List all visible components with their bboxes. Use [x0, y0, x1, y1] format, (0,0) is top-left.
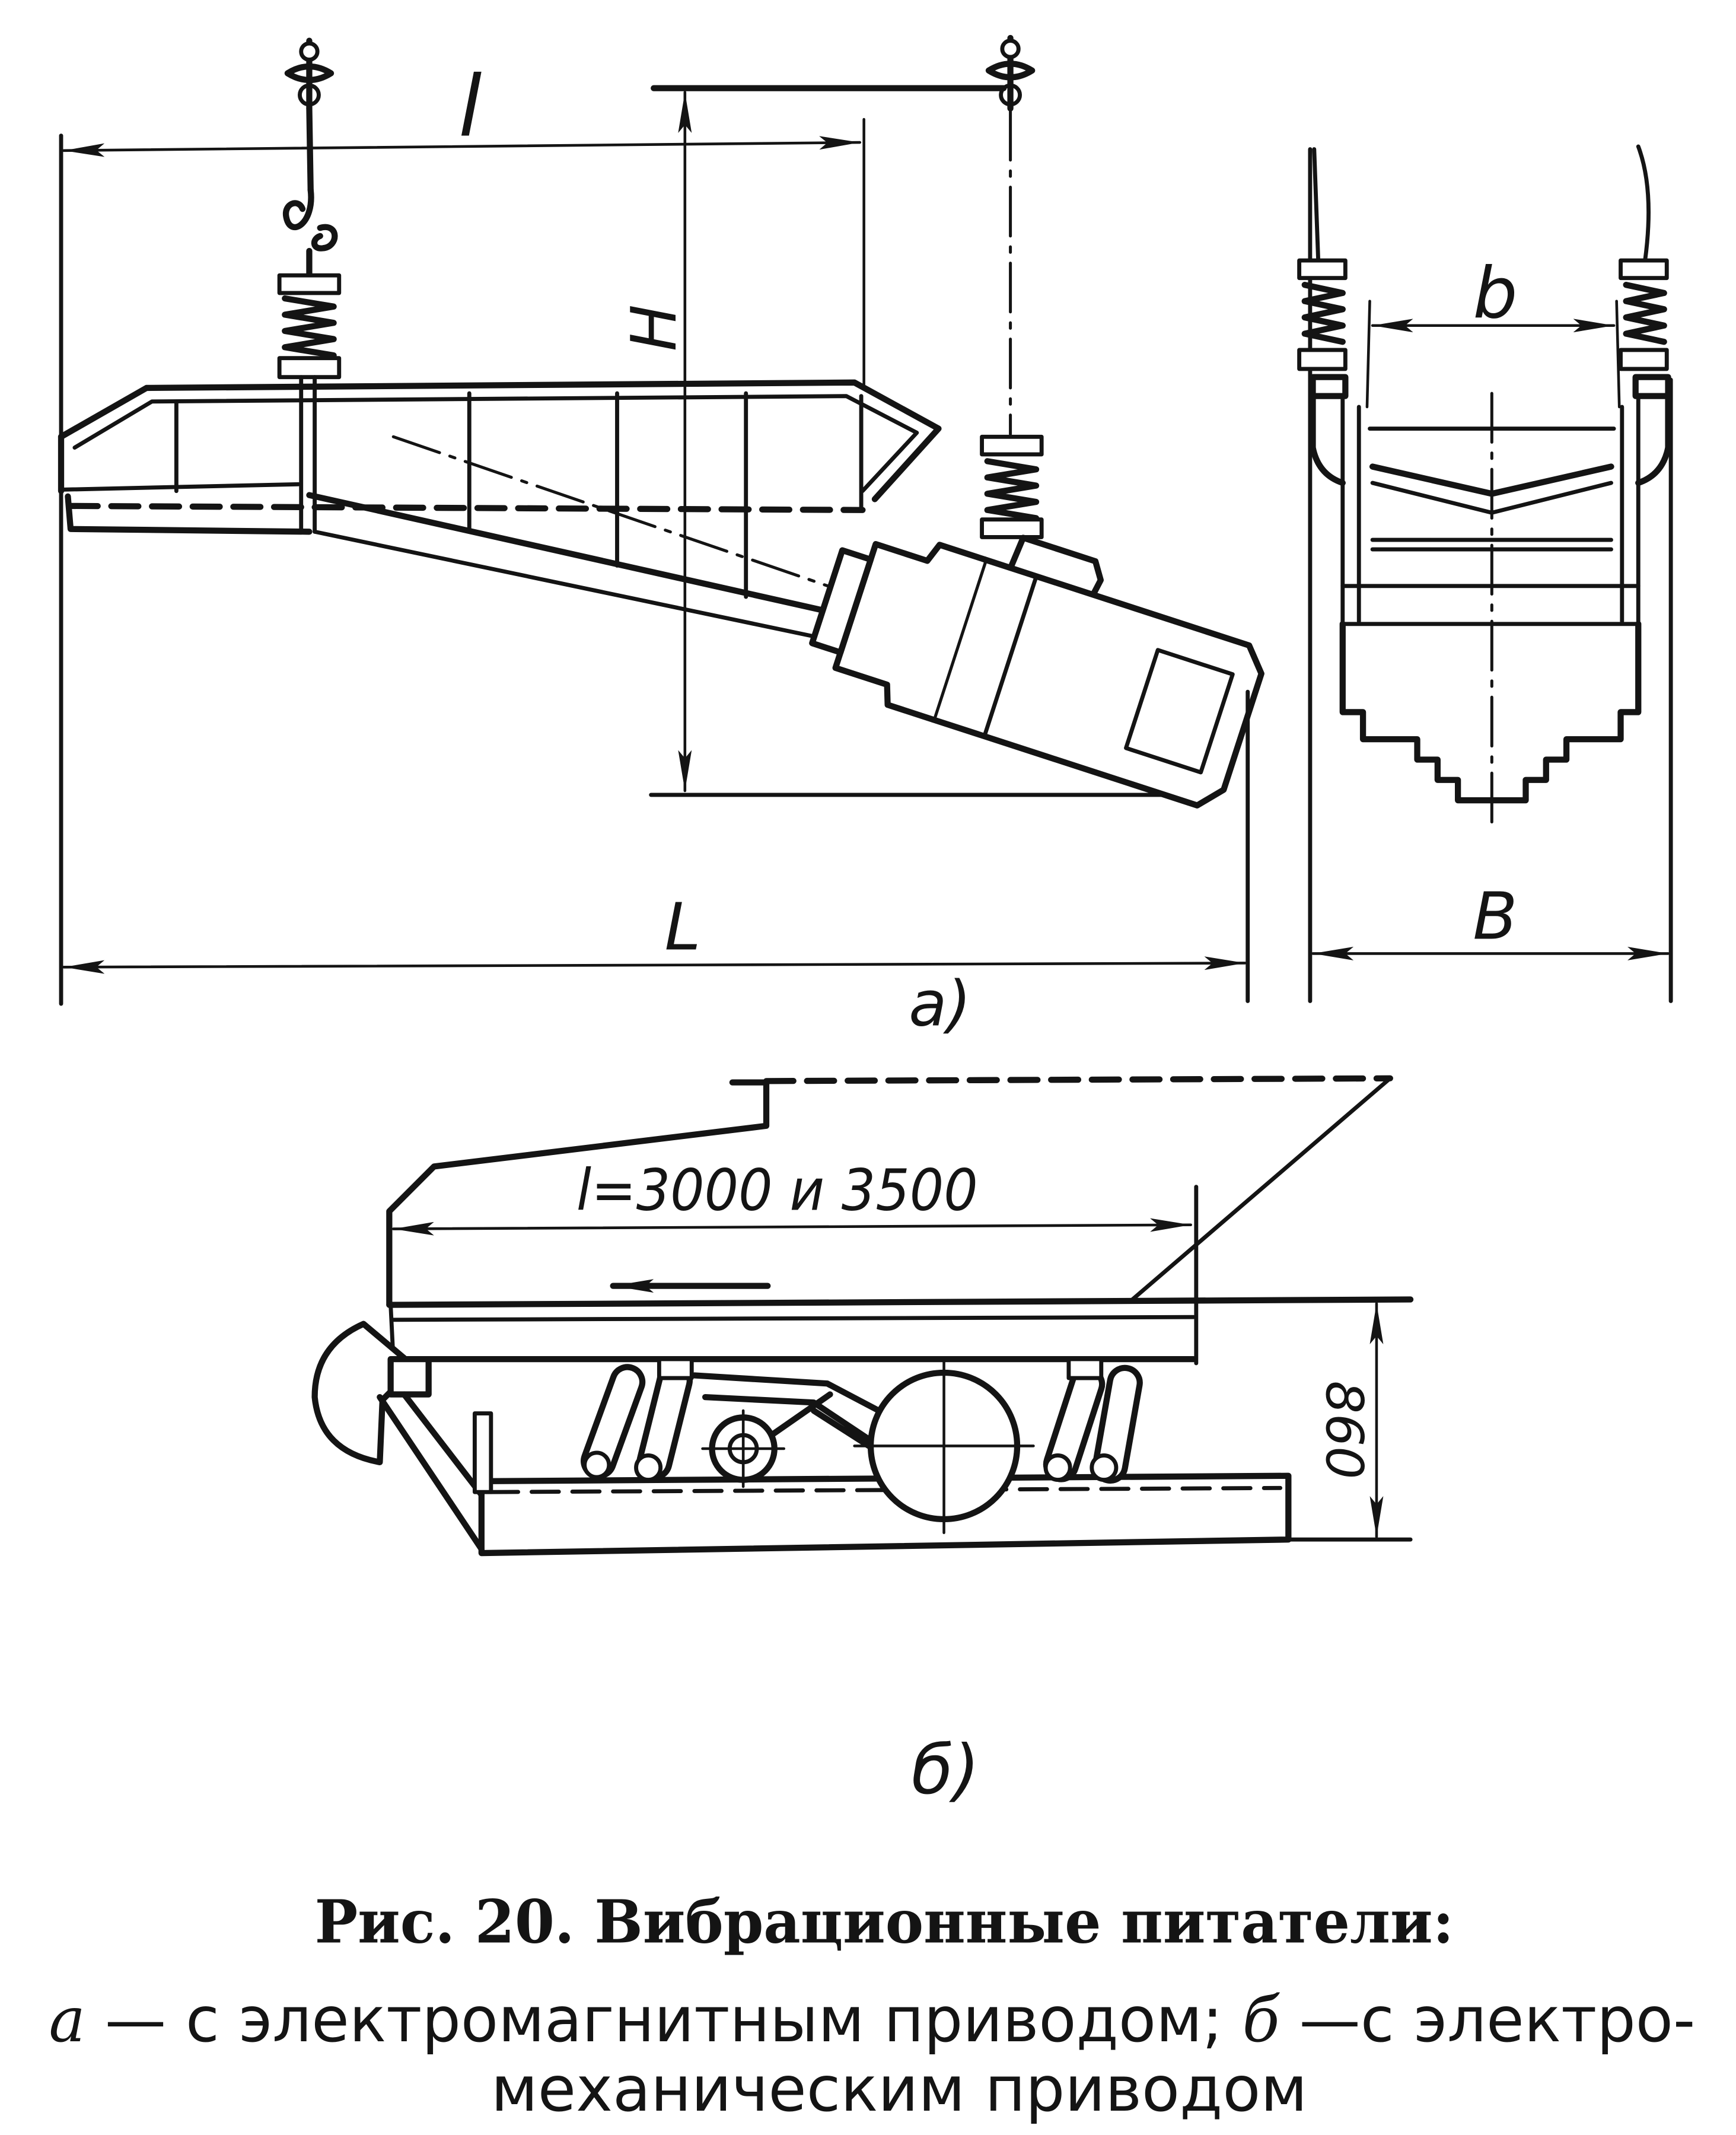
dimension-line-L [62, 956, 1247, 974]
extension-line-b-left [1365, 300, 1371, 409]
right-strut-foot-rear [1090, 1453, 1119, 1482]
drive-linkage [691, 1372, 885, 1458]
end-right-hanger-rod [1636, 144, 1651, 263]
trough-top-edge-inner [72, 394, 919, 494]
left-spring-bottom-cap [277, 356, 342, 380]
dimension-label-860: 860 [1314, 1381, 1374, 1479]
left-spring-coil [282, 295, 337, 359]
trough-lower-box [65, 493, 313, 535]
view-b: l=3000 и 3500 860 [311, 1075, 1414, 1809]
right-strut-pivot-block [1066, 1357, 1104, 1380]
discharge-chute-upper [401, 1391, 485, 1498]
end-right-spring-coil [1623, 282, 1667, 345]
hopper-outline [386, 1079, 770, 1308]
end-right-spring-top-cap [1619, 258, 1669, 281]
trough-sloped-bottom-outer [313, 529, 821, 640]
right-spring-top-cap [980, 434, 1044, 457]
left-hanger-hook [282, 186, 338, 252]
view-a-side: l [58, 34, 1264, 1041]
vibrator-end-cover [1124, 648, 1235, 775]
figure-caption: Рис. 20. Вибрационные питатели: а — с эл… [49, 1886, 1695, 2126]
view-b-label: б) [912, 1730, 980, 1809]
trough-level-dashed-line [67, 502, 866, 513]
electromagnetic-vibrator [809, 534, 1264, 809]
dimension-label-B: B [1473, 878, 1517, 954]
vibrator-housing-seam [982, 574, 1039, 739]
right-spring-coil [984, 458, 1040, 521]
left-spring-top-cap [277, 273, 342, 295]
right-strut-pair [1043, 1357, 1143, 1484]
discharge-plate [387, 1356, 432, 1398]
base-frame [478, 1472, 1292, 1557]
right-fitting-top-knob [1000, 39, 1021, 59]
end-right-suspension-bracket [1632, 374, 1671, 486]
caption-label-a: а [49, 1983, 85, 2056]
left-strut-pair [581, 1357, 694, 1482]
right-hanger [651, 34, 1044, 539]
left-fitting-top-knob [299, 41, 320, 62]
vibrator-flange [809, 547, 874, 656]
trough-sloped-bottom-inner [306, 492, 839, 616]
right-fitting-wing [985, 61, 1036, 81]
vibrator-mount-bracket [1007, 534, 1104, 598]
tray-top-line [386, 1296, 1414, 1308]
dimension-label-L: L [665, 889, 701, 965]
dimension-label-l-b: l=3000 и 3500 [576, 1157, 978, 1224]
left-hanger [277, 37, 342, 534]
right-strut-foot-front [1043, 1453, 1072, 1482]
left-strut-foot-front [582, 1450, 611, 1479]
dimension-label-b: b [1473, 253, 1517, 335]
dimension-label-H: H [617, 304, 690, 351]
tray-inner-line [391, 1315, 1196, 1322]
extension-line-b-right [1615, 300, 1621, 409]
hopper-slope-line [1130, 1076, 1393, 1302]
chute-support-post [472, 1411, 493, 1494]
eccentric-crosshair [701, 1409, 786, 1488]
end-left-hanger-rod [1312, 147, 1321, 263]
caption-desc-a: — с электромагнитным приводом; [85, 1983, 1243, 2056]
caption-title: Рис. 20. Вибрационные питатели: [315, 1886, 1454, 1956]
right-spring-bottom-cap [980, 517, 1044, 539]
trough-nose-bottom [59, 482, 301, 492]
caption-line-2: механическим приводом [491, 2053, 1307, 2126]
left-strut-foot-rear [634, 1453, 663, 1482]
caption-label-b: б [1243, 1983, 1281, 2056]
vibrator-housing [929, 556, 1264, 809]
left-fitting-bottom-knob [298, 83, 321, 107]
end-left-spring-coil [1301, 282, 1346, 345]
left-fitting-wing [284, 63, 335, 84]
dimension-line-l [62, 136, 862, 157]
end-right-spring-bottom-cap [1619, 348, 1669, 371]
hopper-top-dashed-line [763, 1075, 1393, 1084]
left-hanger-rod-upper [306, 105, 314, 193]
dimension-label-l: l [458, 58, 482, 156]
end-left-suspension-bracket [1310, 374, 1349, 486]
right-fitting-bottom-knob [999, 83, 1023, 107]
caption-line-1: а — с электромагнитным приводом; б —с эл… [49, 1983, 1695, 2056]
discharge-chute-lower [377, 1393, 485, 1552]
view-a-label: а) [909, 968, 971, 1041]
dimension-line-l-b [391, 1218, 1192, 1236]
left-strut-pivot-block [657, 1357, 694, 1380]
caption-desc-b: —с электро- [1280, 1983, 1696, 2056]
end-left-spring-top-cap [1297, 258, 1348, 281]
view-a-end: b B [1297, 144, 1673, 1003]
trough-top-edge-outer [58, 379, 942, 502]
end-left-spring-bottom-cap [1297, 348, 1348, 371]
drive-motor-crosshair [853, 1360, 1035, 1535]
